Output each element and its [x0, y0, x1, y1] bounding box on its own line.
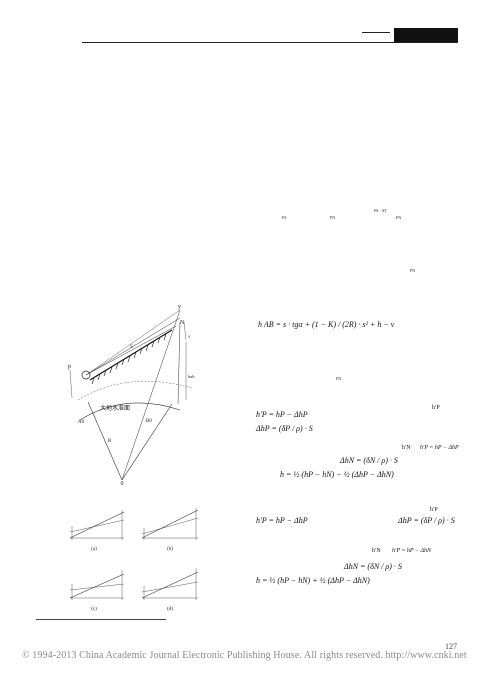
eq-small-mid2: FN	[336, 376, 342, 381]
figure-1-diagram: y N v p S hab 大地水准面 A0 B0 R 0	[68, 304, 195, 485]
copyright-footer: © 1994-2013 China Academic Journal Elect…	[22, 650, 467, 661]
eq-hn-label-1: h′N	[402, 445, 411, 451]
fig2-caption-a: (a)	[91, 547, 97, 552]
fig1-label-v: v	[188, 335, 191, 340]
eq-small-row-b: FN	[330, 215, 336, 220]
fig2-panel-c: (c)	[69, 570, 125, 612]
eq-hp-label-1: h′P	[432, 405, 440, 411]
fig1-label-b0: B0	[146, 419, 152, 424]
footnote-rule	[36, 619, 166, 620]
eq-dhp-2: ΔhP = (δP / ρ) · S	[398, 516, 455, 525]
eq-small-row-c: FN	[396, 215, 402, 220]
header-thin-rule	[362, 32, 390, 33]
fig1-label-s: S	[130, 345, 133, 350]
fig1-label-r: R	[108, 439, 112, 444]
fig1-label-hab: hab	[188, 374, 195, 379]
eq-dhp-1: ΔhP = (δP / ρ) · S	[256, 424, 313, 433]
fig2-panel-a: (a)	[69, 510, 125, 552]
eq-h-ab: h AB = s · tgα + (1 − K) / (2R) · s² + h…	[258, 320, 395, 329]
eq-small-top: FS · AT	[374, 208, 387, 213]
fig2-panel-d: (d)	[141, 568, 199, 612]
eq-hn-label-2: h′N	[372, 548, 381, 554]
header-black-block	[394, 28, 458, 42]
fig1-label-water-level: 大地水准面	[100, 404, 130, 412]
eq-hp-2: h′P = hP − ΔhP	[256, 516, 308, 525]
fig1-label-y: y	[178, 304, 181, 310]
eq-dhn-1: ΔhN = (δN / ρ) · S	[340, 456, 398, 465]
fig1-label-a0: A0	[78, 420, 85, 425]
figure-2-panels: (a) (b) (c) (d)	[69, 508, 199, 612]
fig1-label-o: 0	[121, 481, 124, 485]
eq-h-avg-1: h = ½ (hP − hN) − ½ (ΔhP − ΔhN)	[280, 470, 394, 479]
fig2-caption-d: (d)	[167, 607, 173, 612]
eq-hn-1: h′P = hP − ΔhP	[420, 445, 459, 451]
eq-hp-label-2: h′P	[430, 507, 438, 513]
fig1-label-p: p	[68, 364, 71, 370]
eq-hp-1: h′P = hP − ΔhP	[256, 410, 308, 419]
fig1-label-n: N	[180, 320, 185, 326]
page-number: 127	[445, 642, 457, 651]
header-rule	[82, 42, 458, 43]
eq-h-avg-2: h = ½ (hP − hN) + ½ (ΔhP − ΔhN)	[256, 576, 370, 585]
eq-small-row-a: FS	[282, 215, 287, 220]
eq-hn-2: h′P = hP − ΔhN	[392, 548, 432, 554]
eq-small-mid: FN	[410, 268, 416, 273]
fig2-panel-b: (b)	[141, 508, 199, 552]
fig2-caption-b: (b)	[167, 547, 173, 552]
eq-dhn-2: ΔhN = (δN / ρ) · S	[344, 562, 402, 571]
fig2-caption-c: (c)	[91, 607, 97, 612]
